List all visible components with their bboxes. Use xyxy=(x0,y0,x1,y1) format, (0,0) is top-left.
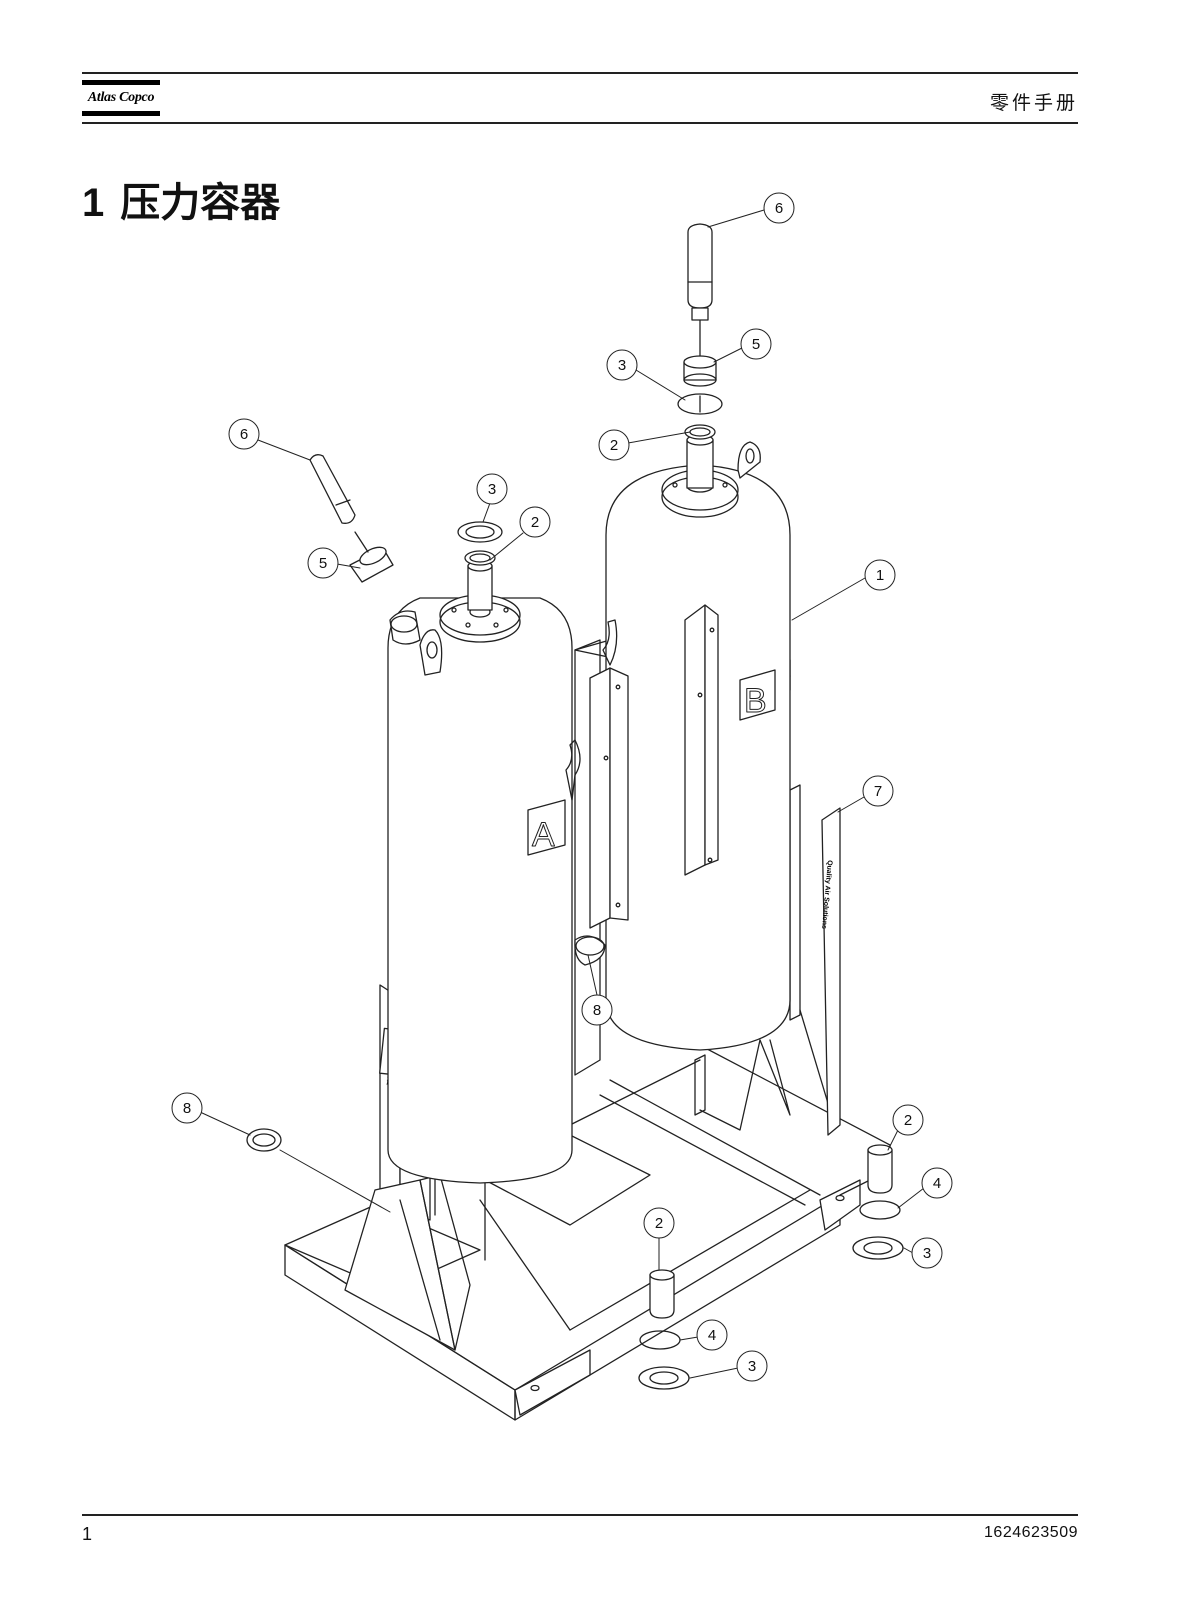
callout-3-b-top: 3 xyxy=(618,357,626,374)
footer-rule xyxy=(82,1514,1078,1516)
header-bottom-rule xyxy=(82,122,1078,124)
callout-bubble xyxy=(598,429,630,461)
vessel-b-label: B xyxy=(744,682,767,720)
section-title: 1 压力容器 xyxy=(82,170,280,228)
vessel-a-label: A xyxy=(532,816,555,854)
callout-bubble xyxy=(519,506,551,538)
callout-bubble xyxy=(643,1207,675,1239)
callout-bubble xyxy=(736,1350,768,1382)
callout-bubble xyxy=(228,418,260,450)
page-number: 1 xyxy=(82,1524,93,1544)
callout-1: 1 xyxy=(876,567,884,584)
callout-4-rear: 4 xyxy=(933,1175,941,1192)
callout-bubble xyxy=(864,559,896,591)
atlas-copco-logo: Atlas Copco xyxy=(82,80,160,118)
callout-8-middle: 8 xyxy=(593,1002,601,1019)
callout-7: 7 xyxy=(874,783,882,800)
section-name: 压力容器 xyxy=(120,180,281,226)
callout-6-a-top: 6 xyxy=(240,426,248,443)
callout-4-front: 4 xyxy=(708,1327,716,1344)
vessel-a: A xyxy=(387,560,606,1184)
document-number: 1624623509 xyxy=(984,1524,1078,1541)
header-top-rule xyxy=(82,72,1078,74)
callout-bubble xyxy=(606,349,638,381)
callout-bubble xyxy=(892,1104,924,1136)
callout-bubble xyxy=(921,1167,953,1199)
callout-2-front-foot: 2 xyxy=(655,1215,663,1232)
callouts: 1 2 2 2 2 3 3 3 3 4 xyxy=(171,192,953,1382)
callout-bubble xyxy=(696,1319,728,1351)
callout-bubble xyxy=(171,1092,203,1124)
callout-3-rear-foot: 3 xyxy=(923,1245,931,1262)
callout-8-left: 8 xyxy=(183,1100,191,1117)
callout-3-front-foot: 3 xyxy=(748,1358,756,1375)
callout-2-a-top: 2 xyxy=(531,514,539,531)
callout-3-a-top: 3 xyxy=(488,481,496,498)
callout-bubble xyxy=(581,994,613,1026)
section-number: 1 xyxy=(82,181,105,225)
callout-5-a-top: 5 xyxy=(319,555,327,572)
callout-2-b-top: 2 xyxy=(610,437,618,454)
callout-bubble xyxy=(307,547,339,579)
callout-bubble xyxy=(763,192,795,224)
callout-bubble xyxy=(862,775,894,807)
vessel-b: B Quality Air Solutions xyxy=(589,434,841,1136)
callout-bubble xyxy=(476,473,508,505)
callout-6-b-top: 6 xyxy=(775,200,783,217)
logo-wordmark: Atlas Copco xyxy=(87,90,155,105)
exploded-parts xyxy=(246,223,904,1390)
callout-bubble xyxy=(740,328,772,360)
manual-title: 零件手册 xyxy=(989,93,1078,114)
callout-5-b-top: 5 xyxy=(752,336,760,353)
callout-2-rear-foot: 2 xyxy=(904,1112,912,1129)
callout-bubble xyxy=(911,1237,943,1269)
